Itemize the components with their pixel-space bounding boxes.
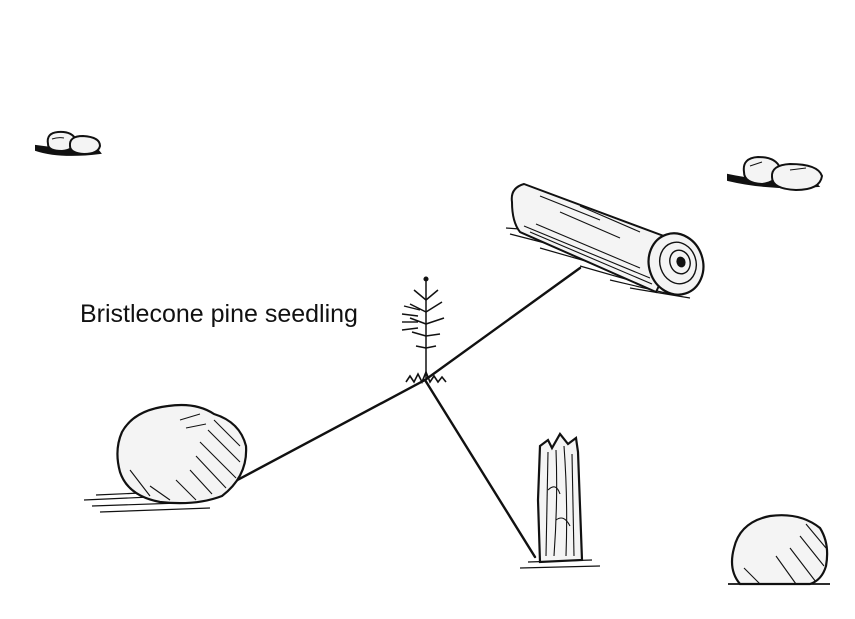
tree-stump <box>519 432 601 569</box>
bristlecone-pine-seedling <box>405 276 447 384</box>
rock-cluster-top-left <box>35 130 102 156</box>
line-to-boulder <box>211 378 427 495</box>
line-to-stump <box>423 378 537 559</box>
line-to-log <box>423 266 582 382</box>
boulder <box>83 403 248 513</box>
rock-cluster-top-right <box>727 155 824 192</box>
label-pointer <box>401 305 421 331</box>
connection-lines <box>211 266 582 559</box>
boulder-bottom-right <box>728 514 830 586</box>
fallen-log <box>505 182 705 299</box>
seedling-label: Bristlecone pine seedling <box>80 300 358 328</box>
